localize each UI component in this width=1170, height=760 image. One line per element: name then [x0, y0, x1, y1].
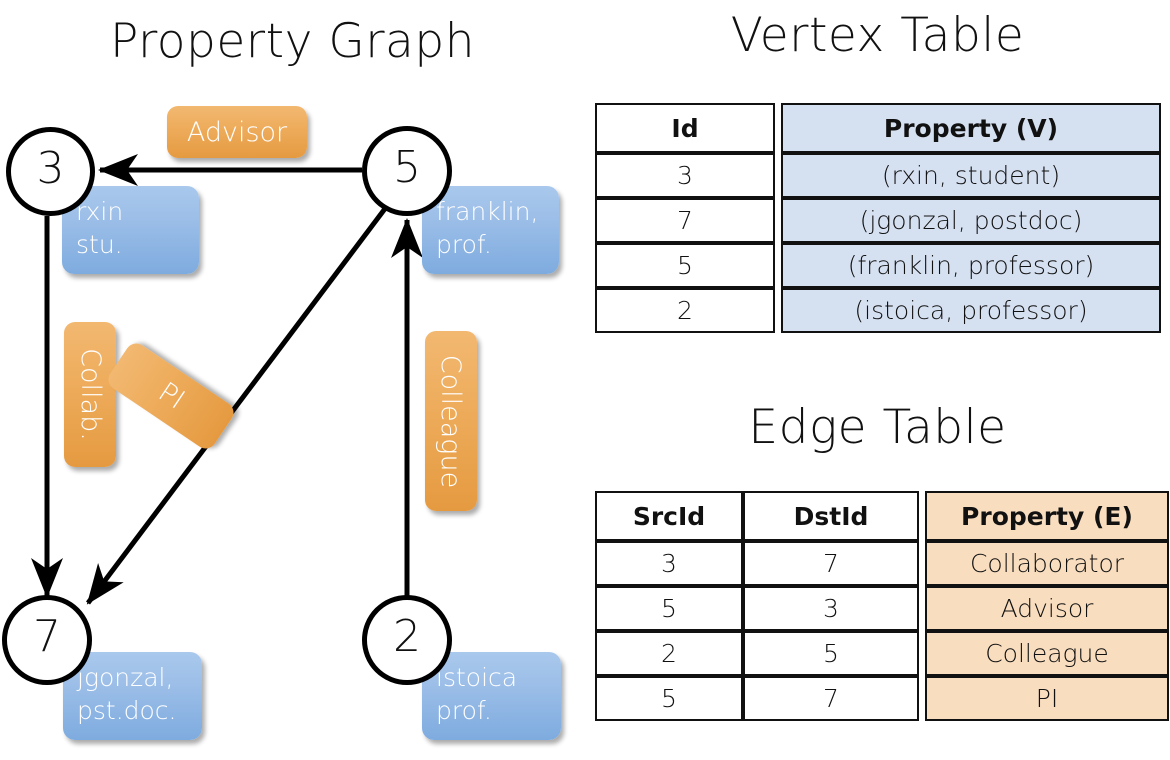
table-row: 2 5 Colleague: [595, 631, 1169, 676]
vertex-id-cell: 3: [595, 153, 775, 198]
page-title-property-graph: Property Graph: [110, 14, 475, 69]
graph-node-7[interactable]: 7: [2, 595, 92, 685]
vertex-property-line: pst.doc.: [77, 696, 177, 725]
edge-label-collab-text: Collab.: [74, 348, 106, 441]
vertex-property-line: prof.: [436, 230, 492, 259]
page-title-edge-table: Edge Table: [748, 400, 1007, 455]
vertex-property-line: franklin,: [436, 197, 539, 226]
edge-dst-cell: 7: [743, 541, 919, 586]
edge-table-header-dstid: DstId: [743, 491, 919, 541]
vertex-id-cell: 5: [595, 243, 775, 288]
graph-node-3-label: 3: [36, 142, 65, 194]
edge-label-advisor: Advisor: [167, 106, 307, 158]
vertex-id-cell: 7: [595, 198, 775, 243]
vertex-property-cell: (rxin, student): [781, 153, 1161, 198]
vertex-id-cell: 2: [595, 288, 775, 333]
edge-property-cell: PI: [925, 676, 1169, 721]
table-row: 5 (franklin, professor): [595, 243, 1161, 288]
edge-label-collab: Collab.: [64, 322, 116, 467]
vertex-property-box-7: jgonzal, pst.doc.: [63, 652, 202, 740]
edge-dst-cell: 7: [743, 676, 919, 721]
graph-edges: [31, 154, 423, 605]
vertex-property-box-2: istoica prof.: [422, 652, 561, 740]
vertex-property-cell: (franklin, professor): [781, 243, 1161, 288]
vertex-property-box-3: rxin stu.: [62, 186, 199, 274]
table-row: 3 (rxin, student): [595, 153, 1161, 198]
graph-node-7-label: 7: [33, 611, 61, 662]
edge-dst-cell: 5: [743, 631, 919, 676]
vertex-property-line: prof.: [436, 696, 492, 725]
table-row: 7 (jgonzal, postdoc): [595, 198, 1161, 243]
table-row: 5 7 PI: [595, 676, 1169, 721]
vertex-property-cell: (istoica, professor): [781, 288, 1161, 333]
edge-property-cell: Collaborator: [925, 541, 1169, 586]
edge-src-cell: 3: [595, 541, 743, 586]
graph-node-2-label: 2: [393, 611, 421, 662]
table-header-row: Id Property (V): [595, 103, 1161, 153]
edge-label-pi-text: PI: [152, 376, 190, 416]
edge-property-cell: Advisor: [925, 586, 1169, 631]
table-row: 3 7 Collaborator: [595, 541, 1169, 586]
edge-dst-cell: 3: [743, 586, 919, 631]
edge-label-colleague-text: Colleague: [435, 354, 467, 488]
vertex-property-line: istoica: [436, 663, 518, 692]
edge-property-cell: Colleague: [925, 631, 1169, 676]
vertex-property-box-5: franklin, prof.: [422, 186, 559, 274]
edge-table-header-srcid: SrcId: [595, 491, 743, 541]
table-header-row: SrcId DstId Property (E): [595, 491, 1169, 541]
edge-table-header-property: Property (E): [925, 491, 1169, 541]
edge-table: SrcId DstId Property (E) 3 7 Collaborato…: [595, 491, 1169, 721]
table-row: 5 3 Advisor: [595, 586, 1169, 631]
edge-src-cell: 5: [595, 676, 743, 721]
graph-node-5-label: 5: [393, 142, 421, 193]
edge-label-colleague: Colleague: [425, 331, 477, 511]
vertex-table-header-property: Property (V): [781, 103, 1161, 153]
graph-node-2[interactable]: 2: [362, 595, 452, 685]
edge-arrow-5-to-7: [86, 204, 389, 605]
vertex-property-cell: (jgonzal, postdoc): [781, 198, 1161, 243]
vertex-property-line: stu.: [76, 230, 123, 259]
edge-src-cell: 2: [595, 631, 743, 676]
vertex-property-line: rxin: [76, 197, 124, 226]
graph-node-3[interactable]: 3: [6, 127, 95, 216]
vertex-property-line: jgonzal,: [77, 663, 174, 692]
page-title-vertex-table: Vertex Table: [730, 8, 1025, 63]
vertex-table-header-id: Id: [595, 103, 775, 153]
vertex-table: Id Property (V) 3 (rxin, student) 7 (jgo…: [595, 103, 1161, 333]
edge-src-cell: 5: [595, 586, 743, 631]
table-row: 2 (istoica, professor): [595, 288, 1161, 333]
edge-label-advisor-text: Advisor: [186, 116, 288, 148]
graph-node-5[interactable]: 5: [362, 126, 452, 216]
